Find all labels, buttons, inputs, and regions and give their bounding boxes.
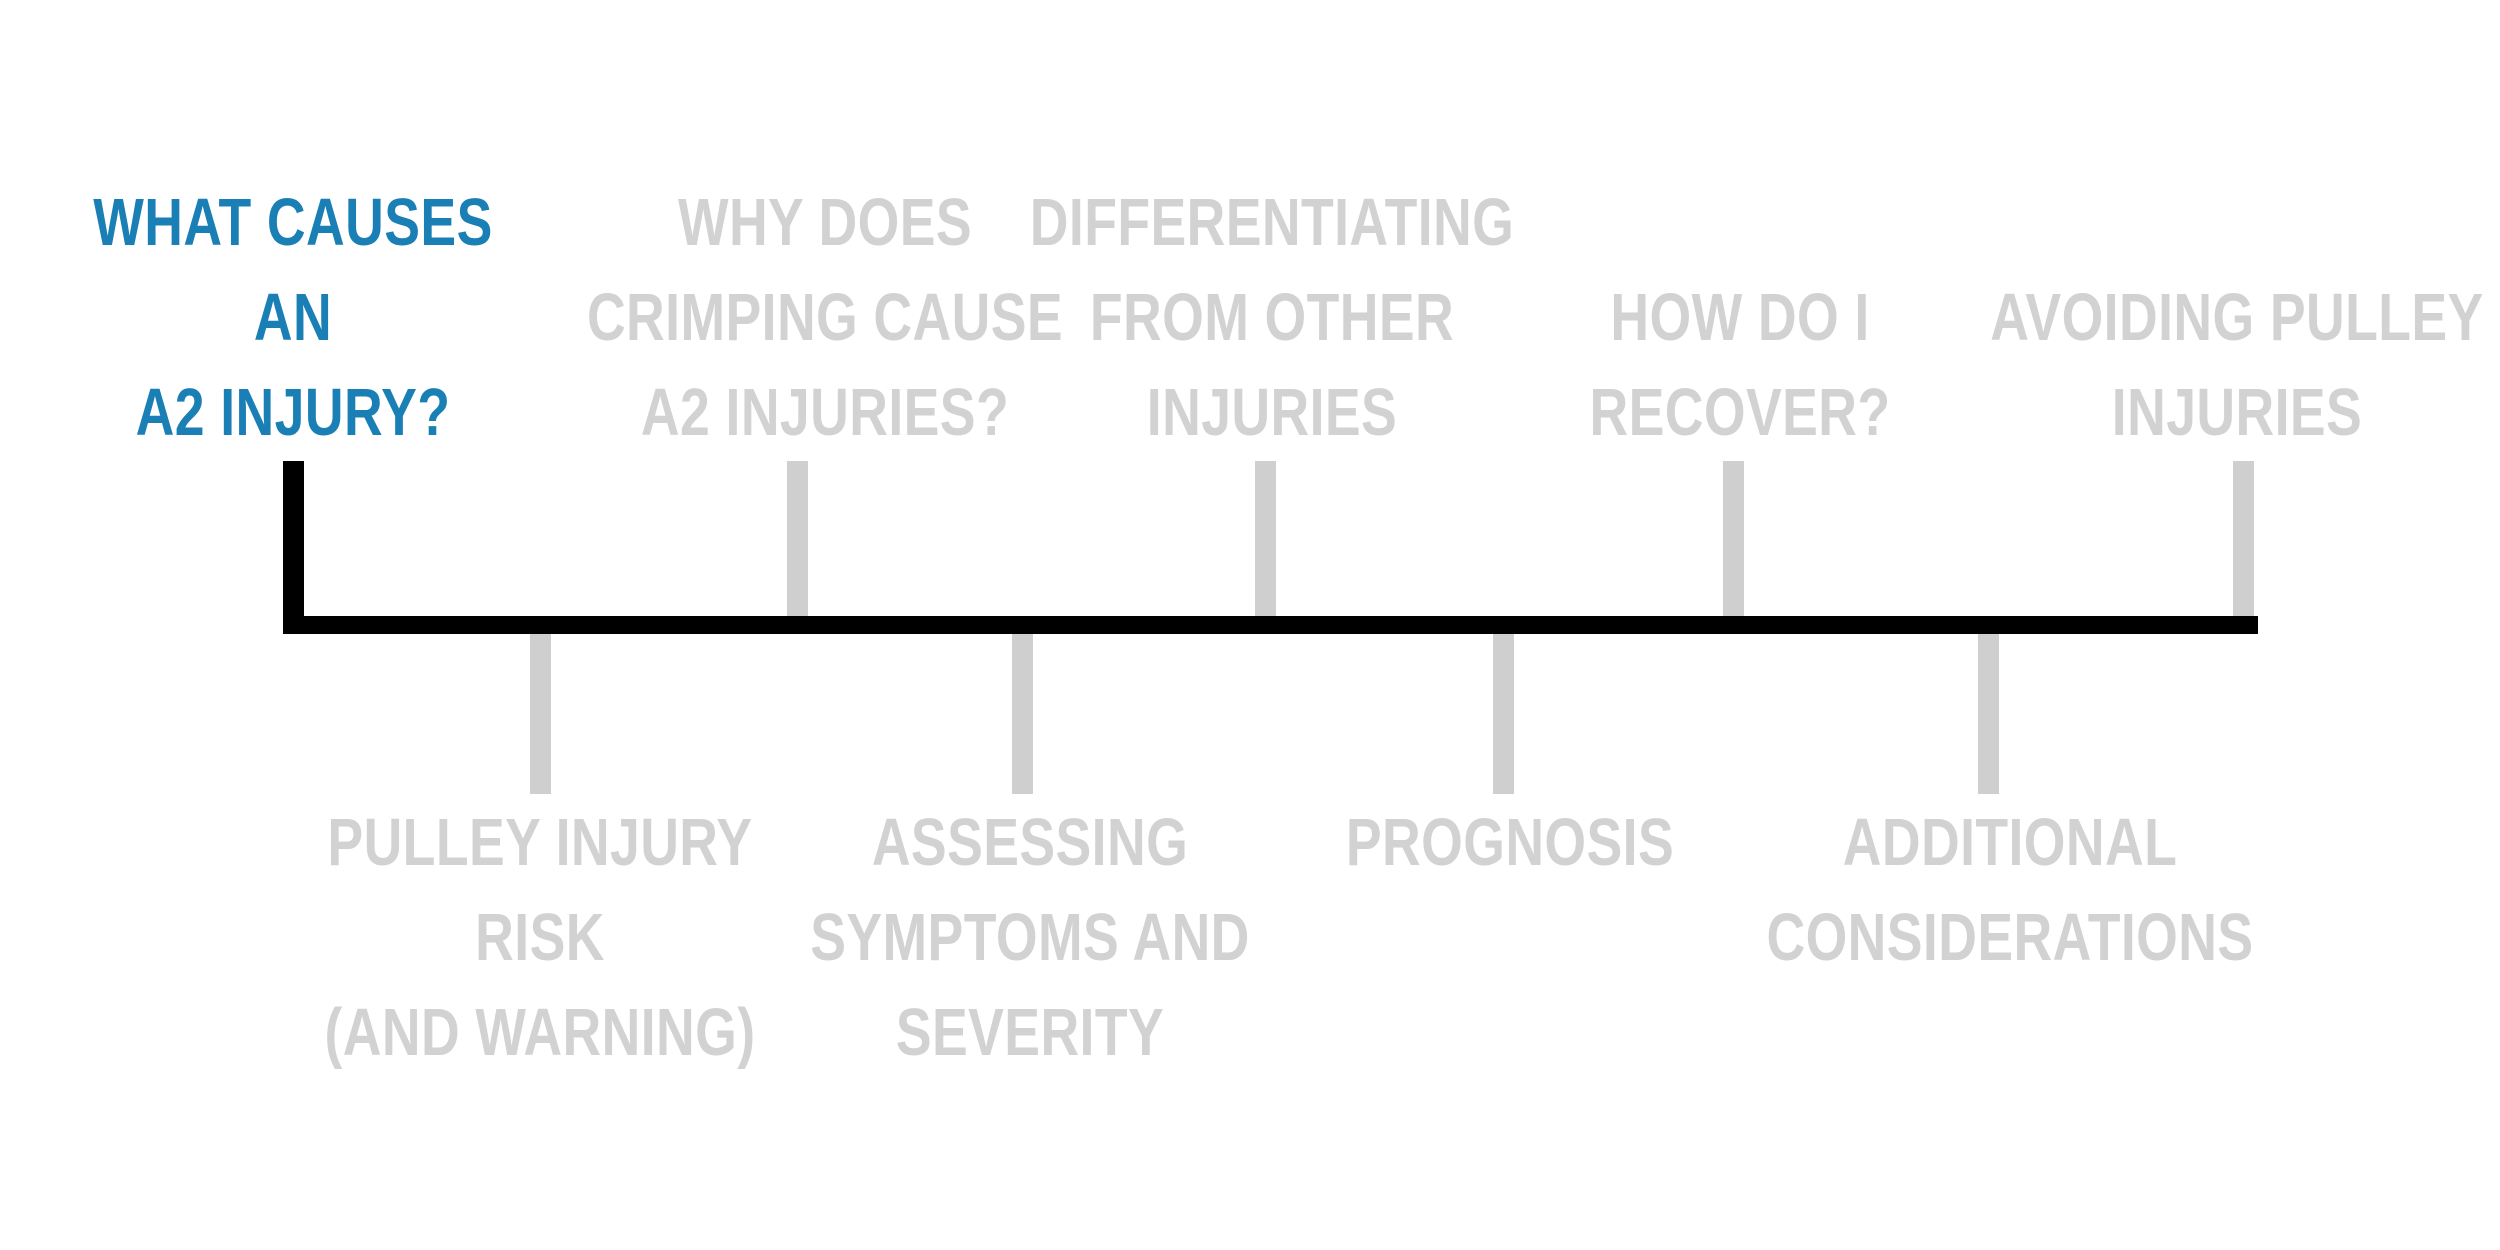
timeline-label-8[interactable]: AVOIDING PULLEY INJURIES: [1990, 280, 2484, 450]
timeline-label-0[interactable]: WHAT CAUSES AN A2 INJURY?: [93, 185, 493, 450]
timeline-tick-8[interactable]: [2233, 461, 2254, 616]
timeline-axis: [283, 616, 2258, 634]
timeline-tick-5[interactable]: [1493, 634, 1514, 794]
timeline-label-2[interactable]: WHY DOES CRIMPING CAUSE A2 INJURIES?: [586, 185, 1064, 450]
timeline-tick-1[interactable]: [530, 634, 551, 794]
timeline-tick-2[interactable]: [787, 461, 808, 616]
timeline-label-5[interactable]: PROGNOSIS: [1345, 805, 1675, 880]
timeline-tick-4[interactable]: [1255, 461, 1276, 616]
timeline-tick-7[interactable]: [1978, 634, 1999, 794]
timeline-label-3[interactable]: ASSESSING SYMPTOMS AND SEVERITY: [810, 805, 1250, 1070]
timeline-label-1[interactable]: PULLEY INJURY RISK (AND WARNING): [324, 805, 756, 1070]
timeline-label-4[interactable]: DIFFERENTIATING FROM OTHER INJURIES: [1029, 185, 1515, 450]
timeline-tick-3[interactable]: [1012, 634, 1033, 794]
timeline-label-7[interactable]: ADDITIONAL CONSIDERATIONS: [1766, 805, 2254, 975]
timeline-label-6[interactable]: HOW DO I RECOVER?: [1589, 280, 1891, 450]
timeline-tick-0[interactable]: [283, 461, 304, 616]
timeline-tick-6[interactable]: [1723, 461, 1744, 616]
